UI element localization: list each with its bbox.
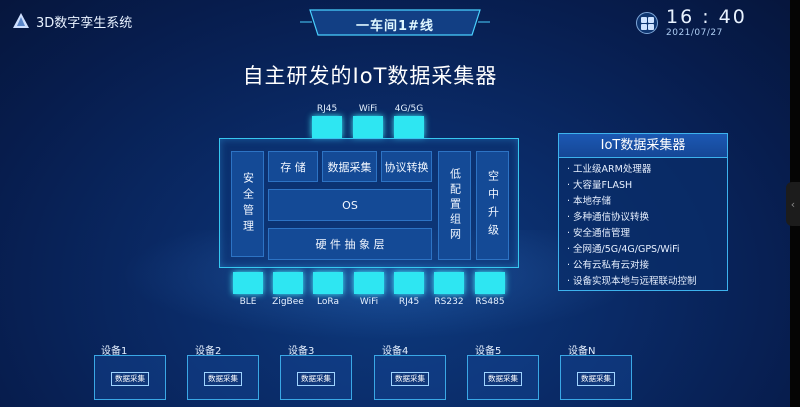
top-port-rj45 — [312, 116, 342, 138]
tab-frame-icon — [300, 9, 490, 36]
device-card-1[interactable]: 数据采集 — [94, 355, 166, 400]
device-label: 设备N — [568, 346, 596, 357]
block-protocol: 协议转换 — [381, 151, 432, 182]
top-port-4g5g — [394, 116, 424, 138]
bottom-port-label: RS485 — [475, 297, 505, 307]
info-panel-title: IoT数据采集器 — [559, 134, 727, 158]
bottom-port-label: LoRa — [317, 297, 339, 307]
block-security: 安全管理 — [231, 151, 264, 257]
top-port-label: RJ45 — [316, 104, 338, 114]
device-data-collect-chip: 数据采集 — [297, 372, 335, 386]
chevron-left-icon[interactable]: ‹ — [786, 182, 800, 226]
device-data-collect-chip: 数据采集 — [391, 372, 429, 386]
device-label: 设备5 — [475, 346, 502, 357]
grid-clock-icon[interactable] — [636, 12, 658, 34]
bottom-port-rs485 — [475, 272, 505, 294]
iot-architecture-frame: 安全管理 存 储 数据采集 协议转换 OS 硬 件 抽 象 层 低配置组网 空中… — [219, 138, 519, 268]
feature-item: · 大容量FLASH — [567, 180, 633, 191]
feature-item: · 设备实现本地与远程联动控制 — [567, 276, 697, 287]
block-low-power-label: 低配置组网 — [448, 168, 462, 243]
feature-item: · 公有云私有云对接 — [567, 260, 650, 271]
bottom-port-ble — [233, 272, 263, 294]
bottom-port-label: RS232 — [434, 297, 464, 307]
iot-info-panel: IoT数据采集器 · 工业级ARM处理器 · 大容量FLASH · 本地存储 ·… — [558, 133, 728, 291]
feature-item: · 多种通信协议转换 — [567, 212, 650, 223]
device-data-collect-chip: 数据采集 — [204, 372, 242, 386]
device-card-4[interactable]: 数据采集 — [374, 355, 446, 400]
feature-item: · 本地存储 — [567, 196, 612, 207]
bottom-port-label: ZigBee — [272, 297, 304, 307]
bottom-port-label: WiFi — [359, 297, 379, 307]
device-label: 设备4 — [382, 346, 409, 357]
page-title: 自主研发的IoT数据采集器 — [242, 64, 498, 88]
top-port-wifi — [353, 116, 383, 138]
block-storage: 存 储 — [268, 151, 318, 182]
clock-date: 2021/07/27 — [666, 28, 723, 38]
block-os: OS — [268, 189, 432, 221]
top-port-label: WiFi — [358, 104, 378, 114]
bottom-port-zigbee — [273, 272, 303, 294]
feature-item: · 全网通/5G/4G/GPS/WiFi — [567, 244, 680, 255]
device-card-2[interactable]: 数据采集 — [187, 355, 259, 400]
bottom-port-rj45 — [394, 272, 424, 294]
tab-workshop-line[interactable]: 一车间1#线 — [300, 8, 490, 38]
info-feature-list: · 工业级ARM处理器 · 大容量FLASH · 本地存储 · 多种通信协议转换… — [567, 162, 697, 290]
device-label: 设备2 — [195, 346, 222, 357]
device-card-3[interactable]: 数据采集 — [280, 355, 352, 400]
device-data-collect-chip: 数据采集 — [577, 372, 615, 386]
bottom-port-lora — [313, 272, 343, 294]
block-hal: 硬 件 抽 象 层 — [268, 228, 432, 260]
block-ota: 空中升级 — [476, 151, 509, 260]
feature-item: · 工业级ARM处理器 — [567, 164, 652, 175]
block-security-label: 安全管理 — [241, 172, 255, 236]
block-low-power-network: 低配置组网 — [438, 151, 471, 260]
triangle-logo-icon — [13, 13, 29, 28]
device-card-n[interactable]: 数据采集 — [560, 355, 632, 400]
device-card-5[interactable]: 数据采集 — [467, 355, 539, 400]
clock-time: 16 : 40 — [666, 6, 747, 28]
feature-item: · 安全通信管理 — [567, 228, 631, 239]
top-port-label: 4G/5G — [394, 104, 424, 114]
device-label: 设备1 — [101, 346, 128, 357]
block-ota-label: 空中升级 — [486, 169, 500, 242]
system-title: 3D数字孪生系统 — [36, 16, 133, 31]
bottom-port-rs232 — [434, 272, 464, 294]
device-data-collect-chip: 数据采集 — [111, 372, 149, 386]
bottom-port-label: RJ45 — [398, 297, 420, 307]
tab-label: 一车间1#线 — [356, 19, 434, 34]
device-data-collect-chip: 数据采集 — [484, 372, 522, 386]
block-data-collect: 数据采集 — [322, 151, 377, 182]
device-label: 设备3 — [288, 346, 315, 357]
bottom-port-wifi — [354, 272, 384, 294]
bottom-port-label: BLE — [239, 297, 257, 307]
